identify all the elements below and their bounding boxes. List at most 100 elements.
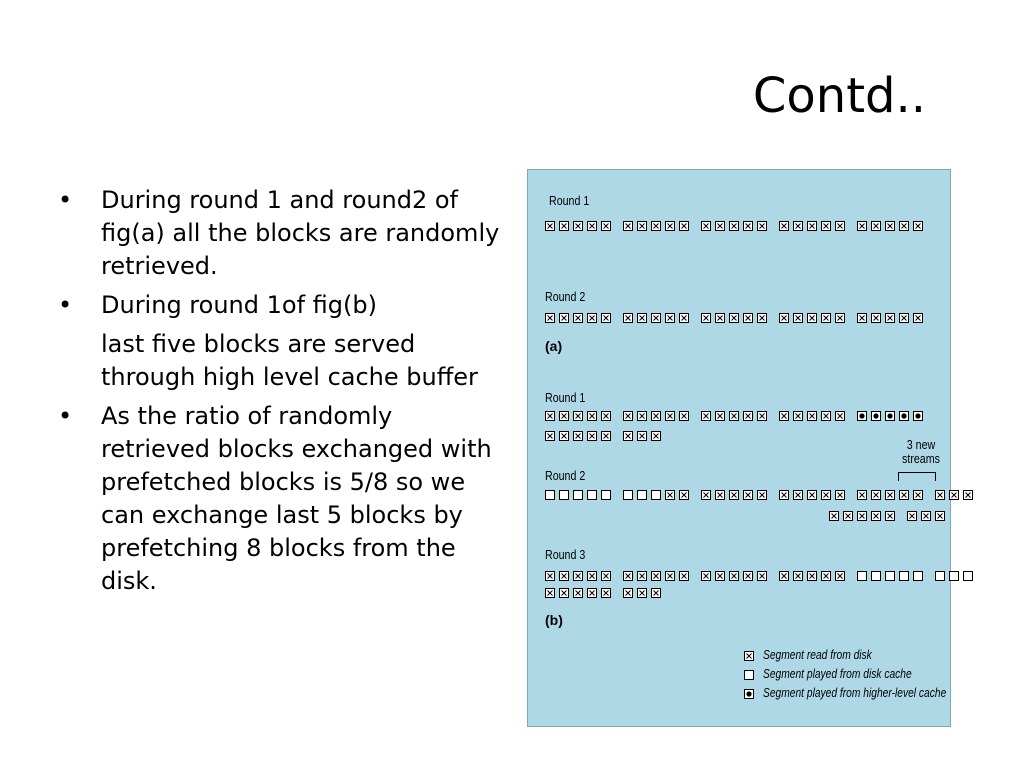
segment-x-mark [717, 492, 723, 498]
segment-from-disk-cache [913, 571, 923, 581]
round-label: Round 2 [545, 289, 586, 304]
segment-x-mark [603, 590, 609, 596]
segment-x-mark [603, 223, 609, 229]
segment-x-mark [603, 413, 609, 419]
segment-row-svg [545, 431, 661, 441]
segment-x-mark [703, 573, 709, 579]
segment-row-svg [545, 490, 973, 500]
segment-x-mark [837, 223, 843, 229]
segment-x-mark [547, 573, 553, 579]
segment-from-disk-cache [587, 490, 597, 500]
segment-x-mark [859, 513, 865, 519]
segment-x-mark [909, 513, 915, 519]
segment-x-mark [901, 223, 907, 229]
segment-dot-mark [859, 413, 865, 419]
segment-from-disk-cache [857, 571, 867, 581]
segment-row [829, 511, 957, 522]
segment-x-mark [561, 223, 567, 229]
segment-x-mark [809, 223, 815, 229]
segment-x-mark [795, 315, 801, 321]
segment-x-mark [831, 513, 837, 519]
segment-x-mark [731, 315, 737, 321]
segment-x-mark [625, 315, 631, 321]
segment-row-svg [545, 221, 923, 231]
segment-x-mark [703, 315, 709, 321]
segment-x-mark [561, 433, 567, 439]
segment-x-mark [625, 590, 631, 596]
legend-text: Segment read from disk [763, 648, 872, 662]
segment-x-mark [795, 573, 801, 579]
segment-x-mark [717, 315, 723, 321]
segment-x-mark [887, 315, 893, 321]
segment-x-mark [965, 492, 971, 498]
segment-x-mark [781, 223, 787, 229]
segment-x-mark [923, 513, 929, 519]
legend-swatch [744, 670, 754, 680]
segment-x-mark [625, 573, 631, 579]
segment-x-mark [717, 413, 723, 419]
bullet-text: During round 1of fig(b) [101, 291, 377, 319]
segment-x-mark [731, 223, 737, 229]
segment-x-mark [625, 223, 631, 229]
segment-x-mark [845, 513, 851, 519]
segment-x-mark [589, 413, 595, 419]
segment-x-mark [653, 433, 659, 439]
segment-x-mark [901, 492, 907, 498]
segment-x-mark [589, 590, 595, 596]
segment-from-disk-cache [623, 490, 633, 500]
segment-x-mark [745, 315, 751, 321]
segment-row-svg [545, 313, 923, 323]
segment-x-mark [887, 492, 893, 498]
segment-x-mark [759, 492, 765, 498]
segment-x-mark [795, 223, 801, 229]
segment-dot-mark [746, 691, 752, 697]
segment-x-mark [901, 315, 907, 321]
segment-x-mark [561, 590, 567, 596]
segment-x-mark [639, 223, 645, 229]
segment-from-disk-cache [935, 571, 945, 581]
segment-x-mark [745, 413, 751, 419]
segment-from-disk-cache [744, 670, 754, 680]
segment-x-mark [837, 573, 843, 579]
segment-x-mark [575, 315, 581, 321]
segment-x-mark [575, 413, 581, 419]
segment-dot-mark [901, 413, 907, 419]
round-label: Round 1 [549, 193, 590, 208]
bullet-item: • As the ratio of randomly retrieved blo… [58, 400, 503, 598]
segment-x-mark [915, 315, 921, 321]
segment-dot-mark [915, 413, 921, 419]
segment-x-mark [823, 315, 829, 321]
segment-x-mark [681, 573, 687, 579]
segment-x-mark [823, 223, 829, 229]
segment-x-mark [937, 513, 943, 519]
round-label: Round 2 [545, 468, 586, 483]
segment-x-mark [589, 573, 595, 579]
segment-row [545, 221, 935, 232]
segment-row-svg [545, 588, 661, 598]
segment-x-mark [639, 315, 645, 321]
segment-x-mark [653, 315, 659, 321]
segment-row [545, 313, 935, 324]
segment-x-mark [625, 433, 631, 439]
new-streams-bracket [898, 472, 936, 481]
segment-x-mark [703, 492, 709, 498]
segment-x-mark [575, 433, 581, 439]
segment-x-mark [667, 413, 673, 419]
segment-from-disk-cache [949, 571, 959, 581]
segment-x-mark [887, 513, 893, 519]
segment-x-mark [823, 573, 829, 579]
legend-swatch [744, 689, 754, 699]
legend-text: Segment played from higher-level cache [763, 686, 947, 700]
segment-x-mark [781, 573, 787, 579]
segment-x-mark [667, 573, 673, 579]
bullet-text: As the ratio of randomly retrieved block… [101, 402, 492, 595]
segment-x-mark [809, 573, 815, 579]
segment-x-mark [561, 573, 567, 579]
bullet-item: • During round 1of fig(b) [58, 289, 503, 322]
round-label: Round 3 [545, 547, 586, 562]
segment-x-mark [823, 492, 829, 498]
segment-x-mark [667, 315, 673, 321]
segment-x-mark [759, 573, 765, 579]
legend-swatch [744, 651, 754, 661]
new-streams-text: 3 new streams [902, 437, 940, 466]
